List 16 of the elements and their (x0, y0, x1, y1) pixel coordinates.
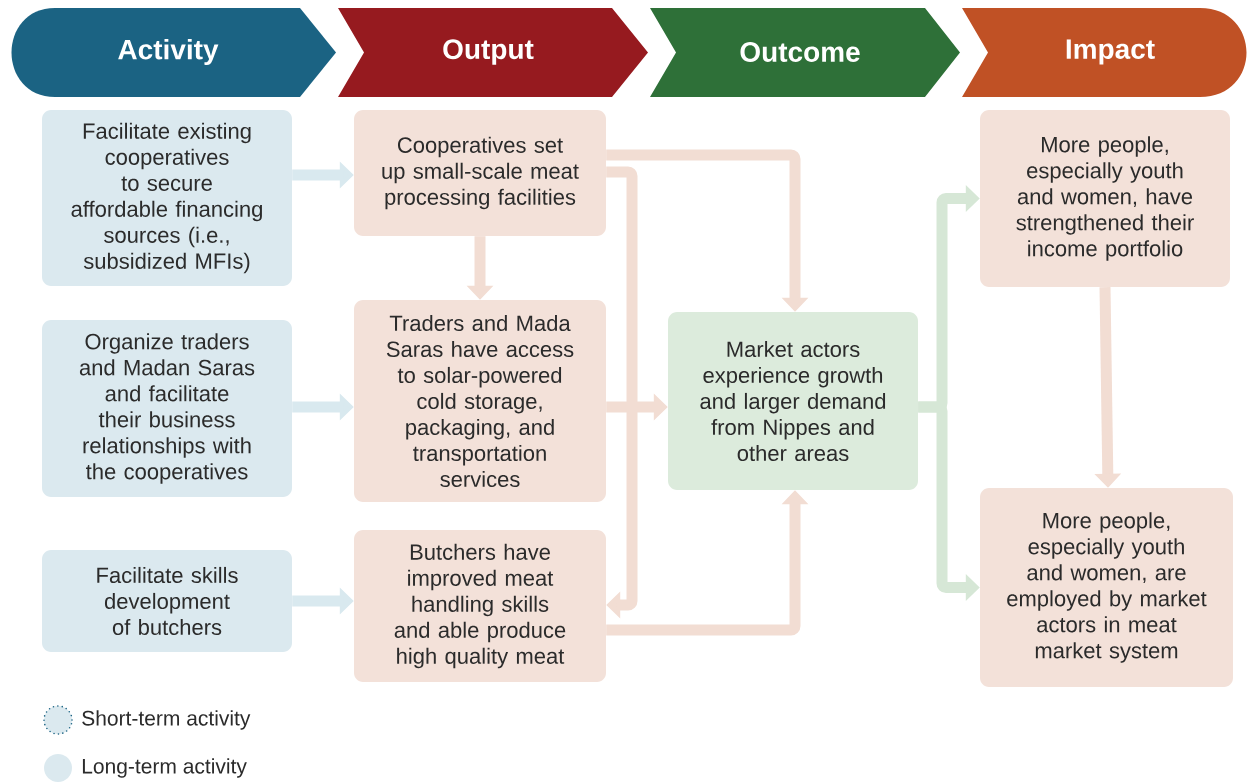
header-banner: Activity (11, 8, 336, 97)
output-box: Traders and Mada Saras have access to solar-powered cold storage, packaging, and transportation services (354, 300, 606, 502)
legend-label: Short-term activity (82, 710, 251, 730)
header-banner: Output (338, 8, 648, 97)
legend-label: Long-term activity (82, 758, 247, 778)
output-box: Butchers have improved meat handling skills and able produce high quality meat (354, 530, 606, 682)
header-banner: Impact (962, 8, 1247, 97)
impact-box: More people, especially youth and women, are employed by market actors in meat market system (980, 488, 1233, 687)
arrow (606, 166, 638, 619)
outcome-box: Market actors experience growth and larger demand from Nippes and other areas (668, 312, 918, 490)
activity-box: Facilitate existing cooperatives to secure affordable financing sources (i.e., subsidized MFIs) (42, 110, 292, 286)
impact-box: More people, especially youth and women, have strengthened their income portfolio (980, 110, 1230, 287)
header-banner: Outcome (650, 8, 960, 97)
output-box: Cooperatives set up small-scale meat processing facilities (354, 110, 606, 236)
activity-box: Facilitate skills development of butchers (42, 550, 292, 652)
activity-box: Organize traders and Madan Saras and facilitate their business relationships with the cooperatives (42, 320, 292, 497)
